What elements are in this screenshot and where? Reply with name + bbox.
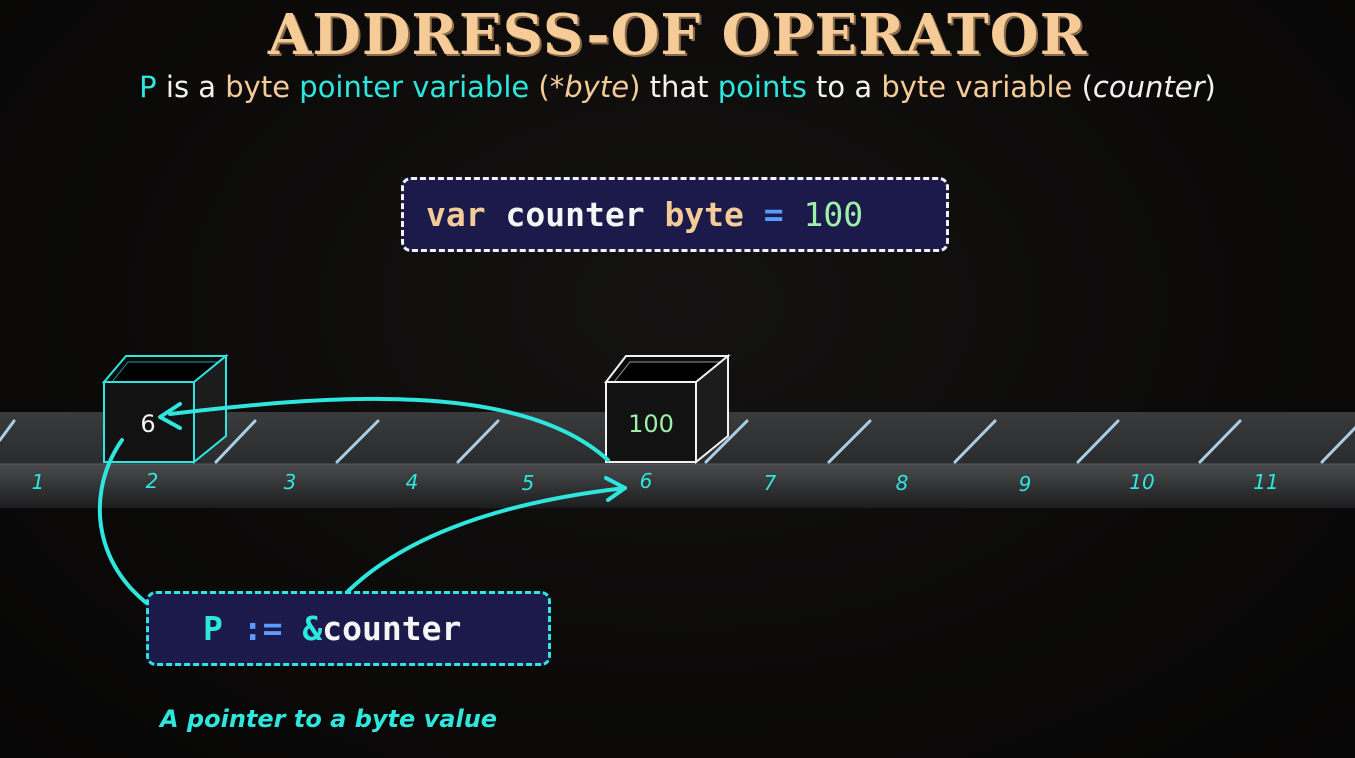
subtitle-pointer-variable: pointer variable (290, 70, 530, 104)
code-type: byte (664, 195, 744, 234)
code-keyword-var: var (426, 195, 486, 234)
subtitle-to-a: to a (806, 70, 873, 104)
memory-address-2: 2 (146, 469, 159, 493)
arrow-head-to-pointer-value (158, 402, 182, 430)
memory-address-5: 5 (522, 471, 535, 495)
subtitle-p: P (139, 70, 157, 104)
memory-belt-address-strip (0, 464, 1355, 508)
subtitle-counter-italic: counter (1092, 70, 1205, 104)
code-address-of-operator: & (302, 609, 323, 648)
arrow-code-to-address (333, 486, 627, 607)
counter-box-cube: 100 (603, 353, 731, 465)
subtitle-close2: ) (1204, 70, 1216, 104)
code-assign-operator: = (763, 195, 784, 234)
subtitle-close: ) (629, 70, 641, 104)
memory-address-10: 10 (1129, 470, 1154, 494)
memory-address-11: 11 (1253, 470, 1278, 494)
code-pointer-name: P (203, 609, 223, 648)
memory-address-7: 7 (764, 471, 777, 495)
memory-address-9: 9 (1019, 472, 1032, 496)
pointer-box-cube: 6 (101, 353, 229, 465)
memory-slot-dividers (0, 419, 1355, 464)
subtitle-byte-variable: byte variable (872, 70, 1073, 104)
counter-box-value: 100 (628, 410, 674, 438)
subtitle-open: (* (529, 70, 565, 104)
code-value: 100 (803, 195, 864, 234)
address-of-assignment-code: P := &counter (146, 591, 551, 666)
memory-address-1: 1 (32, 470, 45, 494)
code-short-assign-operator: := (242, 609, 283, 648)
code-counter-reference: counter (322, 609, 462, 648)
subtitle-that: that (640, 70, 709, 104)
memory-address-8: 8 (896, 471, 909, 495)
pointer-box-value: 6 (140, 410, 155, 438)
memory-address-labels: 1 2 3 4 5 6 7 8 9 10 11 (32, 469, 1279, 496)
subtitle-points: points (708, 70, 807, 104)
subtitle-is-a: is a (156, 70, 226, 104)
page-title: ADDRESS-OF OPERATOR (267, 2, 1088, 68)
memory-address-3: 3 (284, 470, 297, 494)
subtitle-open2: ( (1072, 70, 1093, 104)
code-variable-name: counter (505, 195, 645, 234)
arrow-head-to-address (604, 476, 627, 502)
subtitle: P is a byte pointer variable (*byte) tha… (0, 70, 1355, 104)
subtitle-byte-italic: byte (564, 70, 630, 104)
caption: A pointer to a byte value (160, 705, 498, 733)
memory-address-4: 4 (406, 470, 419, 494)
subtitle-byte: byte (225, 70, 291, 104)
memory-address-6: 6 (640, 469, 653, 493)
counter-declaration-code: var counter byte = 100 (401, 177, 949, 252)
arrow-counter-to-pointer (168, 396, 610, 462)
